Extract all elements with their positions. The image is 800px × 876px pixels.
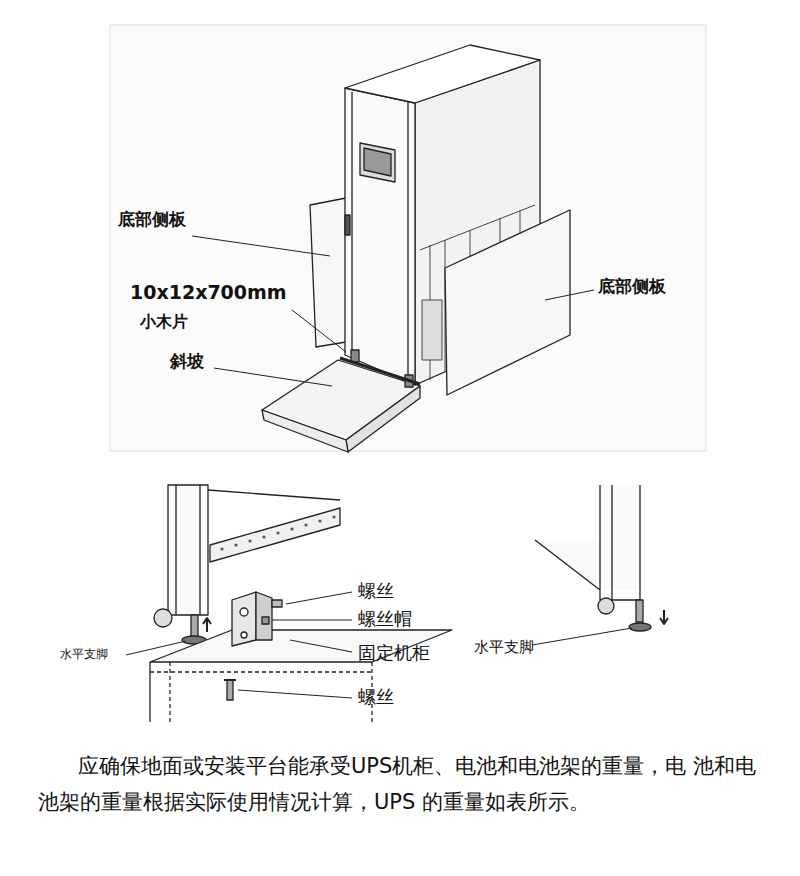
part-label: 斜坡 — [170, 351, 204, 371]
part-label: 固定机柜 — [358, 642, 430, 664]
caption-note: 应确保地面或安装平台能承受UPS机柜、电池和电池架的重量，电 池和电池架的重量根… — [38, 748, 758, 820]
part-label: 底部侧板 — [118, 209, 186, 229]
part-label: 底部侧板 — [598, 276, 666, 296]
part-label: 螺丝 — [358, 580, 394, 602]
part-label: 水平支脚 — [474, 638, 534, 656]
dimension-label: 10x12x700mm — [130, 281, 287, 304]
part-label: 小木片 — [140, 312, 188, 331]
part-label: 水平支脚 — [60, 647, 108, 661]
part-label: 螺丝帽 — [358, 608, 412, 630]
part-label: 螺丝 — [358, 686, 394, 708]
